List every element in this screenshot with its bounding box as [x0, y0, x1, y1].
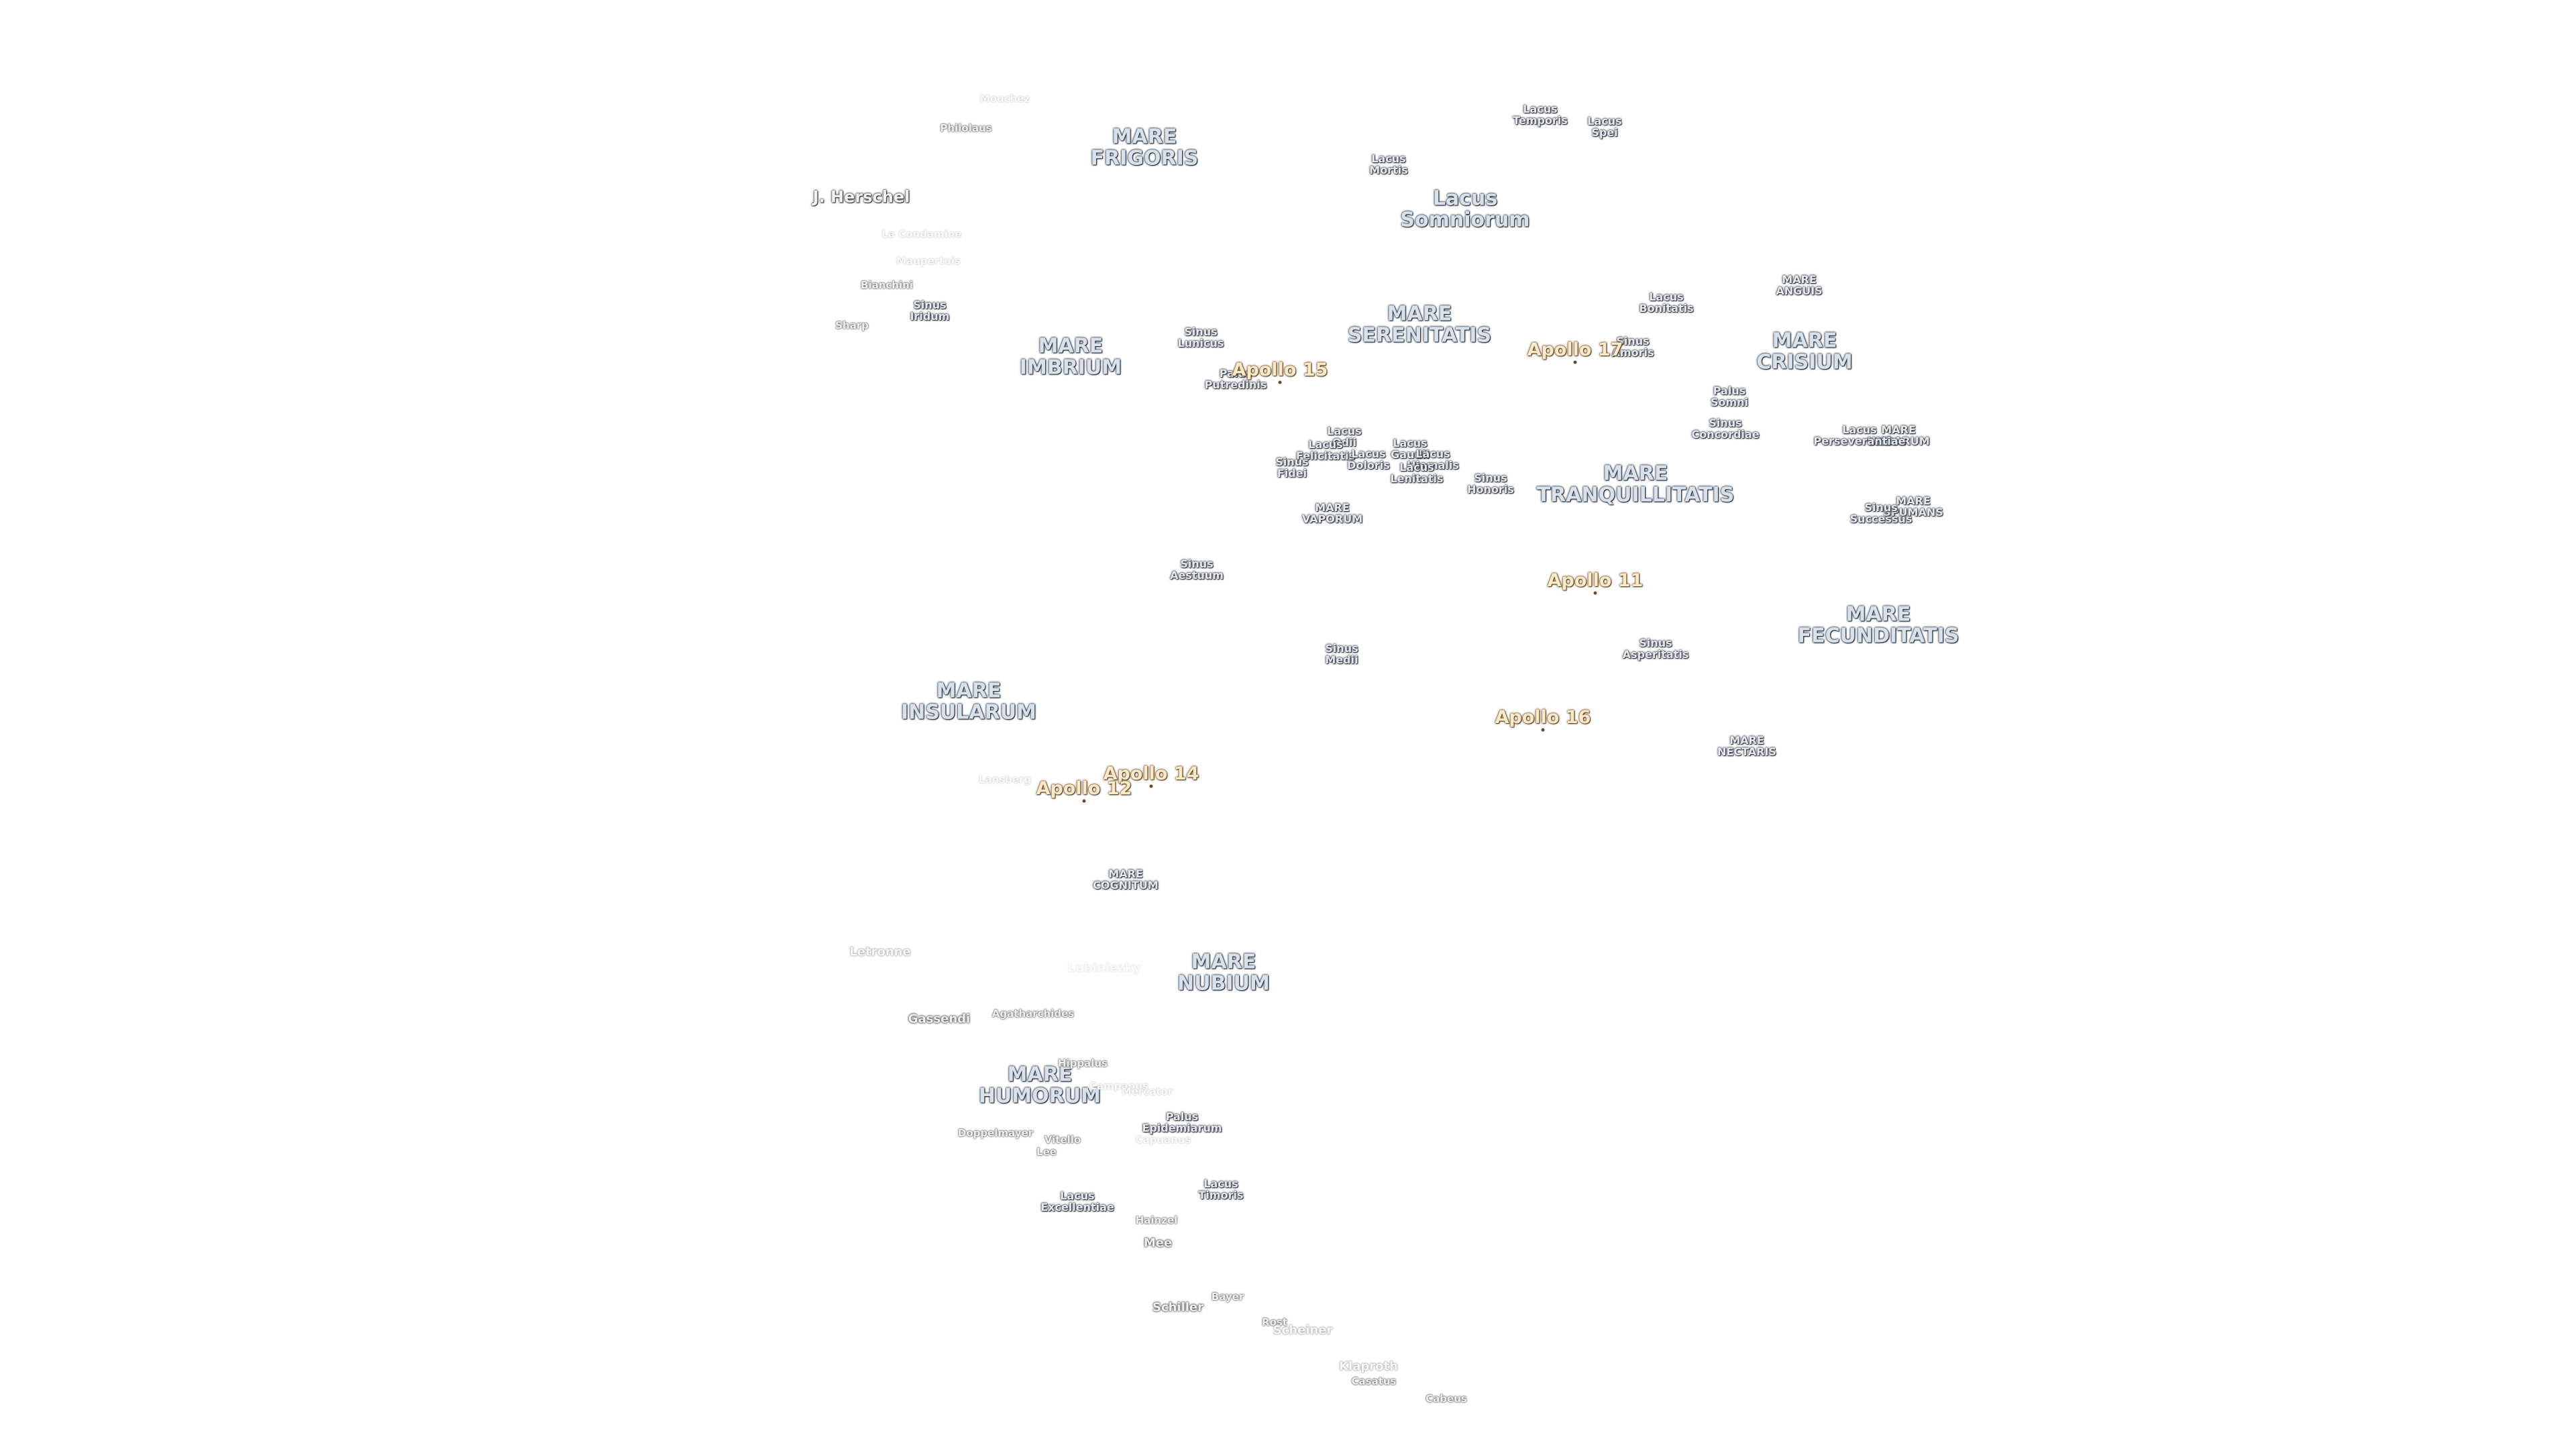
map-label-lacus-excellentiae[interactable]: Lacus Excellentiae [1040, 1189, 1114, 1214]
map-label-crater-j-herschel[interactable]: J. Herschel [812, 187, 910, 207]
landing-site-marker [1278, 380, 1282, 384]
map-label-sinus-honoris[interactable]: Sinus Honoris [1467, 472, 1514, 496]
map-label-sinus-successus[interactable]: Sinus Successus [1849, 501, 1913, 525]
map-label-lacus-odii[interactable]: Lacus Odii [1327, 425, 1362, 449]
map-label-crater-casatus[interactable]: Casatus [1351, 1375, 1397, 1388]
map-label-crater-rost[interactable]: Rost [1262, 1316, 1287, 1329]
map-label-crater-campanus[interactable]: Campanus [1089, 1080, 1148, 1093]
map-label-crater-cabeus[interactable]: Cabeus [1426, 1393, 1467, 1405]
map-label-mare-fecunditatis[interactable]: MARE FECUNDITATIS [1797, 602, 1960, 647]
map-label-apollo-15[interactable]: Apollo 15 [1232, 359, 1328, 380]
map-label-sinus-iridum[interactable]: Sinus Iridum [910, 299, 950, 323]
map-label-mare-cognitum[interactable]: MARE COGNITUM [1093, 867, 1159, 892]
map-label-mare-anguis[interactable]: MARE ANGUIS [1776, 273, 1823, 297]
map-label-apollo-14[interactable]: Apollo 14 [1103, 763, 1199, 784]
map-label-palus-somni[interactable]: Palus Somni [1710, 384, 1749, 409]
map-label-mare-spumans[interactable]: MARE SPUMANS [1883, 494, 1943, 519]
map-label-crater-lubiniezky[interactable]: Lubiniezky [1067, 961, 1141, 975]
map-label-apollo-12[interactable]: Apollo 12 [1036, 777, 1132, 799]
map-label-crater-sharp[interactable]: Sharp [835, 319, 869, 332]
map-label-sinus-amoris[interactable]: Sinus Amoris [1611, 335, 1654, 359]
map-label-mare-insularum[interactable]: MARE INSULARUM [901, 679, 1036, 724]
map-label-mare-undarum[interactable]: MARE UNDARUM [1867, 423, 1930, 447]
map-label-crater-agatharchides[interactable]: Agatharchides [991, 1008, 1075, 1020]
map-label-crater-mee[interactable]: Mee [1143, 1236, 1173, 1250]
map-label-lacus-temporis[interactable]: Lacus Temporis [1513, 103, 1568, 127]
map-label-crater-klaproth[interactable]: Klaproth [1339, 1359, 1398, 1374]
map-label-palus-epidemiarum[interactable]: Palus Epidemiarum [1142, 1110, 1222, 1134]
map-label-crater-vitello[interactable]: Vitello [1044, 1134, 1081, 1146]
map-label-crater-doppelmayer[interactable]: Doppelmayer [957, 1127, 1034, 1140]
landing-site-marker [1593, 591, 1597, 595]
map-label-mare-nubium[interactable]: MARE NUBIUM [1177, 950, 1270, 995]
map-label-sinus-concordiae[interactable]: Sinus Concordiae [1691, 417, 1760, 441]
map-label-lacus-perseverantiae[interactable]: Lacus Perseverantiae [1813, 423, 1906, 447]
map-label-mare-crisium[interactable]: MARE CRISIUM [1756, 329, 1853, 374]
map-label-crater-lansberg[interactable]: Lansberg [978, 773, 1032, 786]
map-label-lacus-mortis[interactable]: Lacus Mortis [1369, 152, 1408, 176]
map-label-lacus-spei[interactable]: Lacus Spei [1587, 115, 1622, 139]
map-label-sinus-fidei[interactable]: Sinus Fidei [1275, 455, 1309, 480]
map-label-apollo-17[interactable]: Apollo 17 [1527, 339, 1623, 360]
map-label-mare-imbrium[interactable]: MARE IMBRIUM [1019, 334, 1122, 379]
map-label-crater-lee[interactable]: Lee [1036, 1146, 1057, 1159]
map-label-mare-humorum[interactable]: MARE HUMORUM [978, 1063, 1102, 1108]
map-label-crater-mercator[interactable]: Mercator [1121, 1085, 1173, 1098]
map-label-crater-gassendi[interactable]: Gassendi [908, 1012, 971, 1026]
map-label-lacus-somniorum[interactable]: Lacus Somniorum [1400, 186, 1530, 231]
map-label-lacus-hiemalis[interactable]: Lacus Hiemalis [1407, 447, 1459, 472]
map-label-sinus-lunicus[interactable]: Sinus Lunicus [1177, 325, 1224, 350]
map-label-mare-tranquillitatis[interactable]: MARE TRANQUILLITATIS [1536, 462, 1735, 506]
map-label-crater-bianchini[interactable]: Bianchini [861, 279, 913, 292]
map-label-mare-vaporum[interactable]: MARE VAPORUM [1301, 501, 1363, 525]
map-label-lacus-timoris[interactable]: Lacus Timoris [1198, 1177, 1244, 1201]
map-label-palus-putredinis[interactable]: Palus Putredinis [1204, 367, 1267, 391]
map-label-apollo-16[interactable]: Apollo 16 [1495, 706, 1591, 728]
map-label-apollo-11[interactable]: Apollo 11 [1547, 570, 1644, 591]
map-label-crater-bayer[interactable]: Bayer [1211, 1291, 1244, 1303]
map-label-crater-mouchez[interactable]: Mouchez [979, 93, 1030, 105]
landing-site-marker [1082, 799, 1086, 803]
map-label-crater-capuanus[interactable]: Capuanus [1135, 1134, 1191, 1146]
map-label-sinus-aestuum[interactable]: Sinus Aestuum [1170, 557, 1224, 582]
map-label-crater-maupertuis[interactable]: Maupertuis [896, 255, 961, 268]
map-label-sinus-asperitatis[interactable]: Sinus Asperitatis [1622, 637, 1689, 661]
map-label-crater-hainzel[interactable]: Hainzel [1135, 1214, 1178, 1227]
landing-site-marker [1541, 728, 1545, 732]
map-label-crater-philolaus[interactable]: Philolaus [940, 122, 992, 135]
map-label-crater-letronne[interactable]: Letronne [849, 945, 911, 959]
map-label-lacus-gaudii[interactable]: Lacus Gaudii [1391, 437, 1430, 461]
map-label-lacus-doloris[interactable]: Lacus Doloris [1347, 447, 1390, 472]
map-label-mare-nectaris[interactable]: MARE NECTARIS [1717, 734, 1776, 758]
map-label-lacus-bonitatis[interactable]: Lacus Bonitatis [1639, 290, 1694, 315]
map-label-mare-frigoris[interactable]: MARE FRIGORIS [1090, 125, 1199, 170]
landing-site-marker [1149, 784, 1153, 788]
map-label-crater-schiller[interactable]: Schiller [1152, 1300, 1204, 1315]
landing-site-marker [1573, 360, 1577, 364]
map-label-mare-serenitatis[interactable]: MARE SERENITATIS [1347, 302, 1492, 347]
map-label-crater-hippalus[interactable]: Hippalus [1057, 1057, 1108, 1070]
map-label-crater-scheiner[interactable]: Scheiner [1273, 1323, 1333, 1338]
map-label-crater-la-condamine[interactable]: La Condamine [881, 228, 962, 241]
map-label-sinus-medii[interactable]: Sinus Medii [1325, 642, 1358, 666]
map-label-lacus-felicitatis[interactable]: Lacus Felicitatis [1295, 438, 1356, 462]
map-label-lacus-lenitatis[interactable]: Lacus Lenitatis [1390, 461, 1444, 485]
